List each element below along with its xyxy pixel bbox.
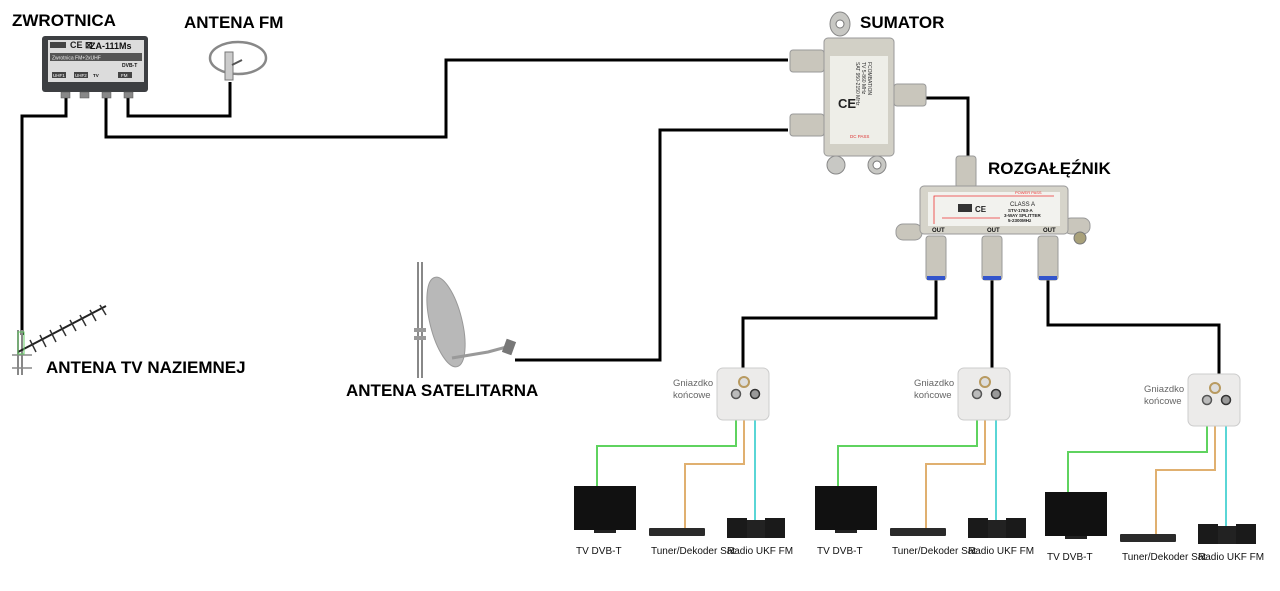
svg-text:CE ⊠: CE ⊠: [70, 40, 93, 50]
splitter-range: 5-2300MHz: [1008, 218, 1032, 223]
sat-cable: [684, 386, 745, 530]
splitter-out-2-label: OUT: [987, 228, 1000, 234]
wall-socket-icon: [1187, 373, 1241, 427]
sumator-dc-pass: DC PASS: [850, 134, 869, 139]
coax-cables: [20, 58, 1221, 375]
label-antena-sat: ANTENA SATELITARNA: [346, 381, 538, 400]
tv-antenna-icon: [12, 304, 107, 375]
sumator-line-3: SAT 950-2150 MHz: [854, 62, 860, 106]
device-label-tuner: Tuner/Dekoder Sat: [651, 546, 735, 557]
radio-icon: [1198, 524, 1218, 544]
wall-socket-icon: [716, 367, 770, 421]
device-label-tuner: Tuner/Dekoder Sat: [892, 546, 976, 557]
label-sumator: SUMATOR: [860, 13, 944, 32]
cable-sat-to-sumator: [515, 128, 788, 362]
svg-text:CE: CE: [975, 205, 987, 214]
radio-icon: [727, 518, 747, 538]
diplexer-model: ZA-111Ms: [90, 41, 132, 51]
splitter-power-pass: POWER PASS: [1015, 190, 1042, 195]
socket-label: Gniazdko: [673, 378, 713, 389]
radio-icon: [968, 518, 988, 538]
splitter-class: CLASS A: [1010, 202, 1035, 208]
cable-fm-antenna-to-diplexer: [126, 82, 232, 118]
tv-cable: [596, 394, 737, 486]
cable-splitter-out1: [741, 280, 938, 370]
tuner-icon: [649, 528, 705, 536]
diplexer-device: CE ⊠ ZA-111Ms Zwrotnica FM+2xUHF DVB-T U…: [42, 36, 148, 99]
label-rozgaleznik: ROZGAŁĘŹNIK: [988, 159, 1111, 178]
tuner-icon: [890, 528, 946, 536]
sat-cable: [1155, 392, 1216, 536]
wall-socket-icon: [957, 367, 1011, 421]
tv-icon: [1045, 492, 1107, 536]
sumator-device: FCOMBATION TV 5-860 MHz SAT 950-2150 MHz…: [789, 11, 927, 175]
device-label-radio: Radio UKF FM: [968, 546, 1034, 557]
socket-label: końcowe: [1144, 396, 1182, 407]
label-antena-tv: ANTENA TV NAZIEMNEJ: [46, 358, 246, 377]
satellite-dish-icon: [414, 262, 517, 378]
device-label-tuner: Tuner/Dekoder Sat: [1122, 552, 1206, 563]
svg-text:CE: CE: [838, 96, 856, 111]
cable-diplexer-to-sumator: [104, 58, 788, 139]
socket-label: końcowe: [673, 390, 711, 401]
device-label-tv: TV DVB-T: [817, 546, 863, 557]
tv-icon: [815, 486, 877, 530]
tv-cable: [1067, 400, 1208, 492]
sat-cable: [925, 386, 986, 530]
label-zwrotnica: ZWROTNICA: [12, 11, 116, 30]
socket-label: Gniazdko: [914, 378, 954, 389]
tuner-icon: [1120, 534, 1176, 542]
fm-antenna-icon: [208, 40, 268, 81]
splitter-model: STV-1763-A: [1008, 208, 1034, 213]
device-label-radio: Radio UKF FM: [727, 546, 793, 557]
diplexer-subtitle: Zwrotnica FM+2xUHF: [52, 56, 101, 62]
socket-label: Gniazdko: [1144, 384, 1184, 395]
splitter-type: 3-WAY SPLITTER: [1004, 213, 1042, 218]
cable-splitter-out3: [1046, 280, 1221, 375]
splitter-out-1-label: OUT: [932, 228, 945, 234]
device-label-tv: TV DVB-T: [1047, 552, 1093, 563]
diplexer-standard: DVB-T: [122, 63, 137, 69]
device-label-radio: Radio UKF FM: [1198, 552, 1264, 563]
splitter-out-3-label: OUT: [1043, 228, 1056, 234]
diplexer-port-uhf1: UHF1: [53, 73, 65, 78]
cable-sumator-to-splitter: [925, 96, 970, 158]
cable-tv-antenna-to-splitter: [20, 95, 68, 335]
diplexer-port-tv: TV: [93, 73, 99, 78]
sumator-line-1: FCOMBATION: [866, 62, 872, 95]
diplexer-port-fm: FM: [121, 73, 128, 78]
tv-cable: [837, 394, 978, 486]
diplexer-port-uhf2: UHF2: [75, 73, 87, 78]
label-antena-fm: ANTENA FM: [184, 13, 283, 32]
splitter-device: POWER PASS CE CLASS A STV-1763-A 3-WAY S…: [895, 155, 1091, 281]
device-label-tv: TV DVB-T: [576, 546, 622, 557]
sumator-line-2: TV 5-860 MHz: [860, 62, 866, 95]
socket-label: końcowe: [914, 390, 952, 401]
tv-icon: [574, 486, 636, 530]
